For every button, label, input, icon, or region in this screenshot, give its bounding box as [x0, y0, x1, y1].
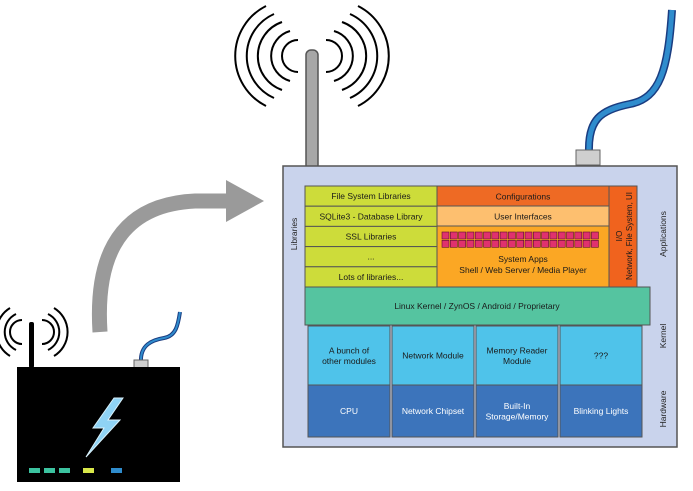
io-sublabel: Network, File System, UI	[625, 192, 634, 280]
router-antenna	[29, 322, 34, 368]
module-box	[475, 325, 559, 386]
system-apps-subtitle: Shell / Web Server / Media Player	[459, 265, 587, 275]
system-apps-title: System Apps	[498, 254, 548, 264]
process-square	[532, 231, 541, 240]
process-square	[549, 231, 558, 240]
process-square	[499, 240, 508, 248]
router-cable-plug	[133, 359, 149, 369]
library-label: SQLite3 - Database Library	[320, 211, 424, 221]
device-cable-plug	[575, 149, 601, 166]
configurations-label: Configurations	[496, 192, 551, 202]
applications-block: Configurations User Interfaces System Ap…	[436, 185, 638, 288]
router-signal-icon	[0, 307, 69, 357]
process-square	[574, 231, 583, 240]
process-square	[516, 231, 525, 240]
process-square	[458, 231, 466, 240]
io-label: I/O	[615, 231, 624, 242]
hardware-label: Built-In	[504, 401, 531, 411]
process-square	[449, 231, 458, 240]
module-box	[307, 325, 391, 386]
kernel-label: Kernel	[658, 324, 668, 349]
applications-label: Applications	[658, 211, 668, 257]
user-interfaces-label: User Interfaces	[494, 212, 552, 222]
libraries-label: Libraries	[289, 218, 299, 251]
module-label: ???	[594, 351, 608, 361]
process-square	[582, 231, 591, 240]
library-label: Lots of libraries...	[339, 272, 404, 282]
process-square	[474, 231, 483, 240]
module-label: A bunch of	[329, 345, 370, 355]
router-cable	[138, 311, 182, 363]
lightning-bolt-icon	[85, 397, 124, 458]
router-device	[0, 307, 182, 482]
process-square	[499, 231, 508, 240]
process-square	[566, 231, 574, 240]
device-cable	[575, 9, 676, 166]
router-leds	[29, 468, 122, 473]
hardware-box	[475, 384, 559, 438]
process-square	[483, 240, 491, 248]
process-square	[449, 240, 458, 248]
process-square	[582, 240, 591, 248]
process-square	[566, 240, 574, 248]
process-square	[483, 231, 491, 240]
process-square	[541, 240, 549, 248]
library-label: ...	[367, 252, 374, 262]
led	[44, 468, 55, 473]
module-label: Memory Reader	[487, 345, 548, 355]
process-square	[524, 240, 533, 248]
module-label: Module	[503, 356, 531, 366]
module-label: other modules	[322, 356, 376, 366]
hardware-label: Hardware	[658, 390, 668, 427]
process-square	[474, 240, 483, 248]
hardware-label: Network Chipset	[402, 406, 465, 416]
process-square	[557, 231, 566, 240]
module-box	[391, 325, 475, 386]
process-square	[491, 231, 500, 240]
led	[83, 468, 94, 473]
hardware-label: Storage/Memory	[486, 411, 550, 421]
led	[111, 468, 122, 473]
zoom-arrow	[91, 180, 264, 333]
process-square	[591, 240, 599, 248]
process-square	[532, 240, 541, 248]
module-box	[559, 325, 643, 386]
library-label: SSL Libraries	[346, 232, 397, 242]
arrow-head	[226, 180, 264, 222]
process-square	[508, 240, 516, 248]
hardware-label: CPU	[340, 406, 358, 416]
process-square	[557, 240, 566, 248]
kernel-bar-label: Linux Kernel / ZynOS / Android / Proprie…	[394, 301, 560, 311]
process-grid	[441, 231, 599, 248]
library-label: File System Libraries	[331, 191, 410, 201]
hardware-box	[559, 384, 643, 438]
process-square	[549, 240, 558, 248]
device-signal-icon	[234, 5, 390, 107]
led	[29, 468, 40, 473]
process-square	[541, 231, 549, 240]
process-square	[458, 240, 466, 248]
process-square	[466, 231, 475, 240]
process-square	[516, 240, 525, 248]
process-square	[508, 231, 516, 240]
hardware-box	[391, 384, 475, 438]
hardware-box	[307, 384, 391, 438]
hardware-label: Blinking Lights	[574, 406, 629, 416]
process-square	[491, 240, 500, 248]
process-square	[441, 240, 450, 248]
device-antenna	[305, 49, 319, 171]
kernel-bar	[304, 286, 651, 326]
process-square	[441, 231, 450, 240]
led	[59, 468, 70, 473]
process-square	[591, 231, 599, 240]
process-square	[574, 240, 583, 248]
process-square	[466, 240, 475, 248]
process-square	[524, 231, 533, 240]
hardware-components: CPU Network Chipset Built-InStorage/Memory…	[307, 384, 643, 438]
module-label: Network Module	[402, 351, 464, 361]
